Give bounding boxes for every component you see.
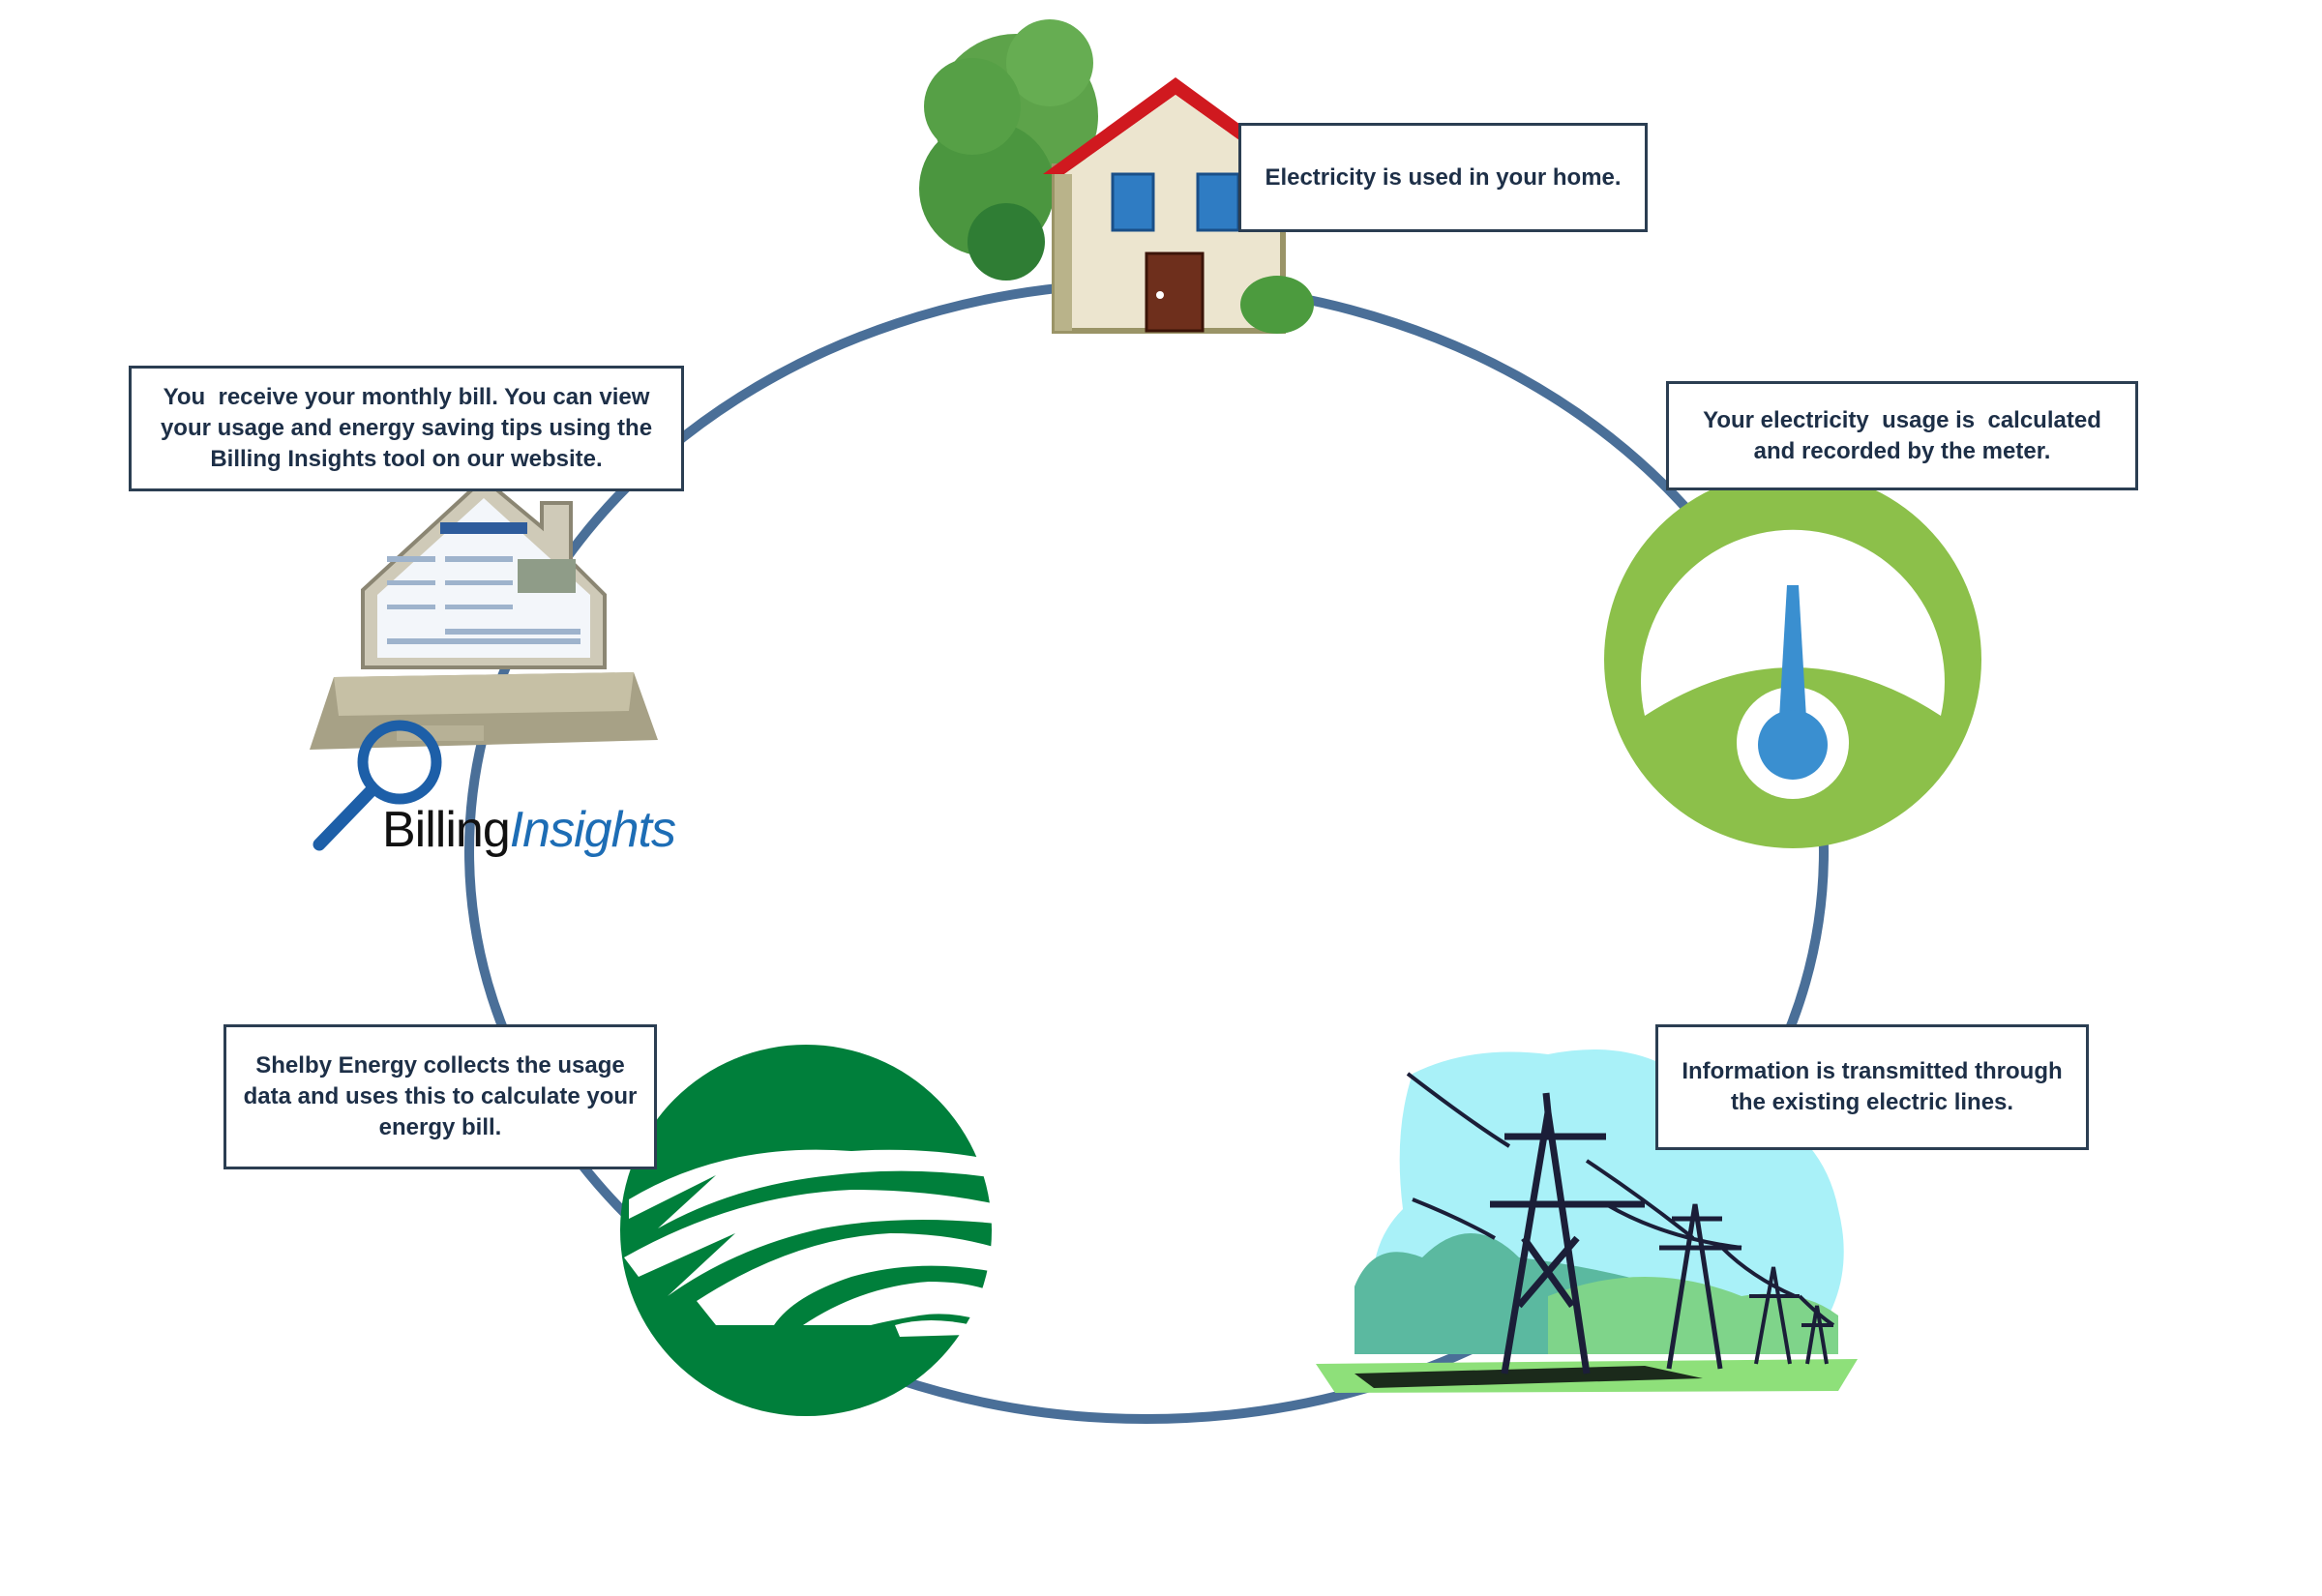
step-lines-callout: Information is transmitted through the e… bbox=[1655, 1024, 2089, 1150]
step-bill-text: You receive your monthly bill. You can v… bbox=[160, 384, 659, 472]
step-meter-callout: Your electricity usage is calculated and… bbox=[1666, 381, 2138, 490]
step-meter-text: Your electricity usage is calculated and… bbox=[1703, 406, 2108, 464]
billing-insights-logo: BillingInsights bbox=[382, 801, 676, 859]
step-home-text: Electricity is used in your home. bbox=[1265, 163, 1622, 191]
step-bill-callout: You receive your monthly bill. You can v… bbox=[129, 366, 684, 491]
step-shelby-text: Shelby Energy collects the usage data an… bbox=[243, 1052, 638, 1140]
logo-billing-text: Billing bbox=[382, 802, 511, 858]
shelby-energy-logo-icon bbox=[620, 1045, 997, 1416]
step-home-callout: Electricity is used in your home. bbox=[1238, 123, 1648, 232]
step-lines-text: Information is transmitted through the e… bbox=[1682, 1058, 2063, 1115]
laptop-house-icon bbox=[310, 476, 658, 750]
logo-insights-text: Insights bbox=[509, 802, 676, 858]
house-icon bbox=[919, 19, 1314, 334]
step-shelby-callout: Shelby Energy collects the usage data an… bbox=[223, 1024, 657, 1169]
magnifier-icon bbox=[313, 720, 442, 851]
meter-gauge-icon bbox=[1604, 471, 1981, 848]
